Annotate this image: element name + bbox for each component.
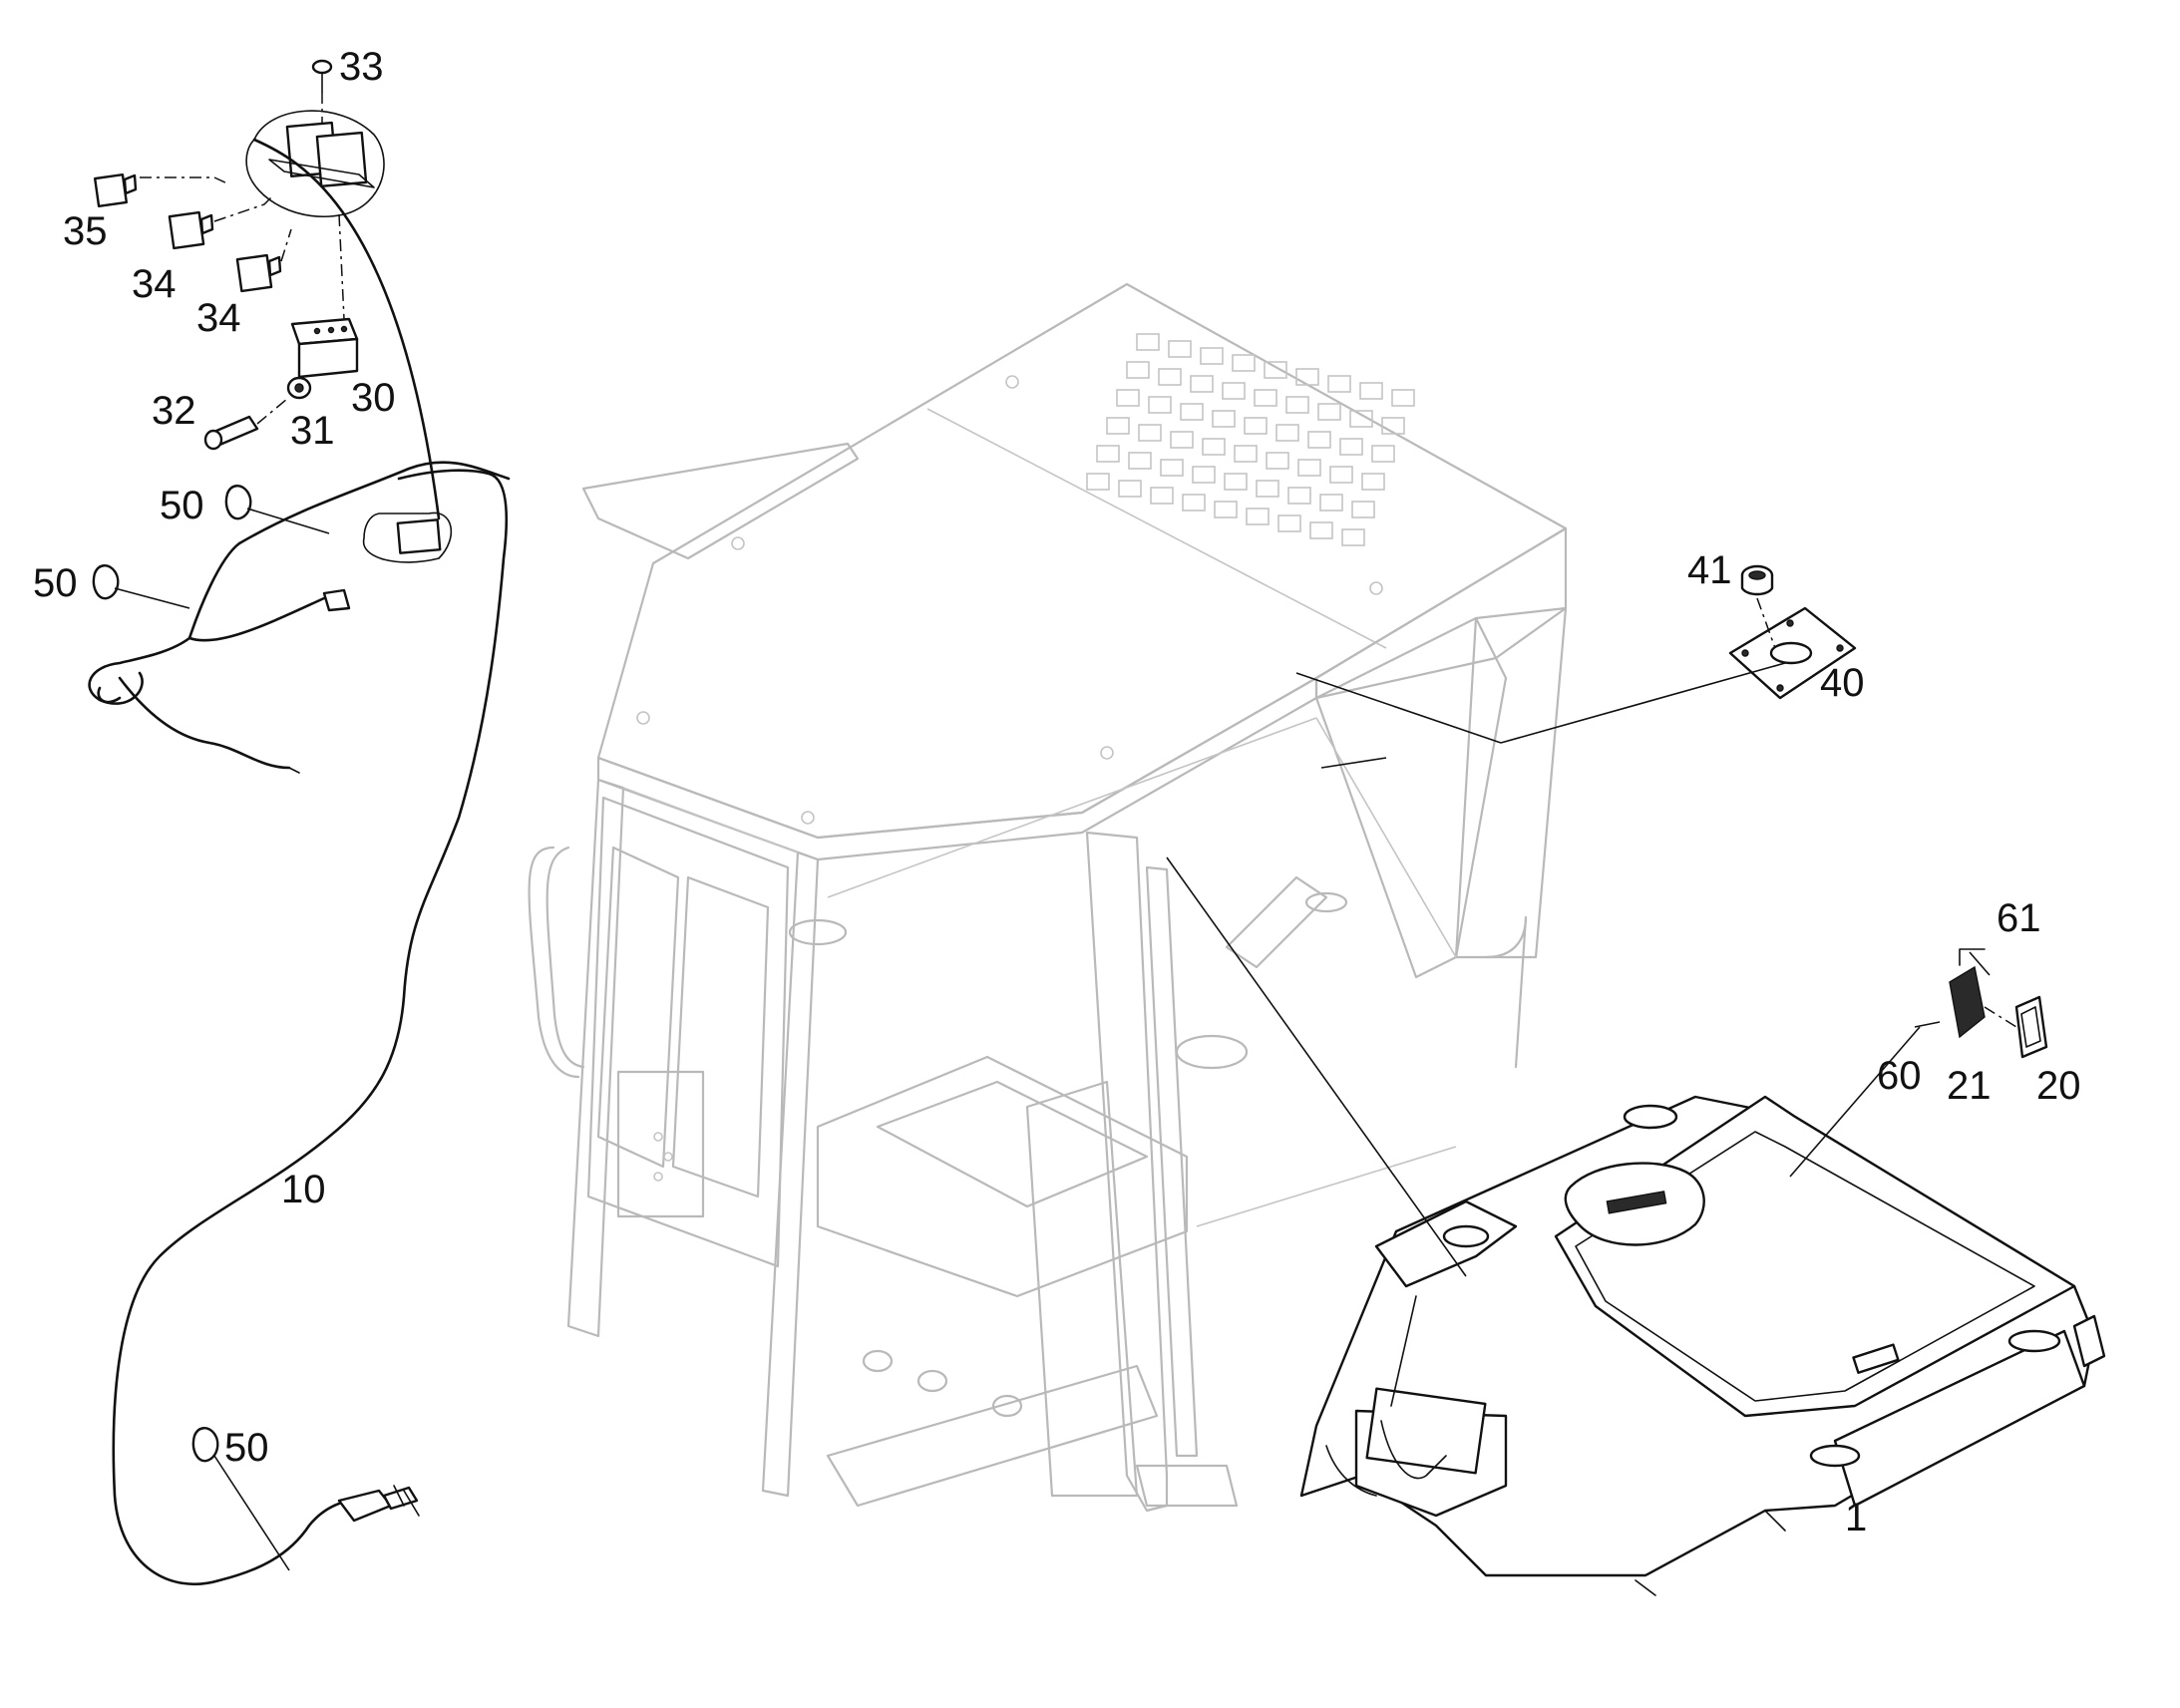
callout-61: 61: [1997, 896, 2041, 940]
cable-clip-b: [92, 564, 120, 600]
callout-34-a: 34: [132, 262, 177, 306]
callout-34-b: 34: [196, 296, 241, 340]
callout-30: 30: [351, 376, 396, 420]
leader-lines: [1166, 662, 1941, 1277]
callout-31: 31: [290, 409, 335, 453]
mount-plate-assembly: [1728, 564, 1857, 700]
callout-41: 41: [1687, 548, 1732, 592]
callout-40: 40: [1820, 661, 1865, 705]
cable-harness: [88, 138, 511, 1585]
callout-50-b: 50: [33, 561, 78, 605]
callout-10: 10: [281, 1168, 326, 1211]
callout-21: 21: [1947, 1064, 1992, 1108]
dome-light-assembly: [1949, 948, 2048, 1059]
callout-32: 32: [152, 389, 196, 433]
callout-1: 1: [1845, 1496, 1867, 1539]
callout-35: 35: [63, 209, 108, 253]
callout-60: 60: [1877, 1054, 1922, 1098]
callout-50-a: 50: [160, 484, 204, 527]
cable-clip-a: [224, 485, 252, 520]
cable-clip-group: [92, 485, 330, 1571]
callout-labels: 33 35 34 34 30 32 31 50 50 10 50 41 40 6…: [33, 45, 2081, 1539]
callout-50-c: 50: [224, 1426, 269, 1470]
callout-33: 33: [339, 45, 384, 89]
relay-block-assembly: [93, 59, 385, 451]
cable-clip-c: [191, 1427, 219, 1463]
callout-20: 20: [2036, 1064, 2081, 1108]
cab-frame-ghost: [528, 282, 1568, 1513]
headliner-panel: [1299, 1095, 2106, 1596]
roof-vent-grid: [1086, 333, 1415, 546]
